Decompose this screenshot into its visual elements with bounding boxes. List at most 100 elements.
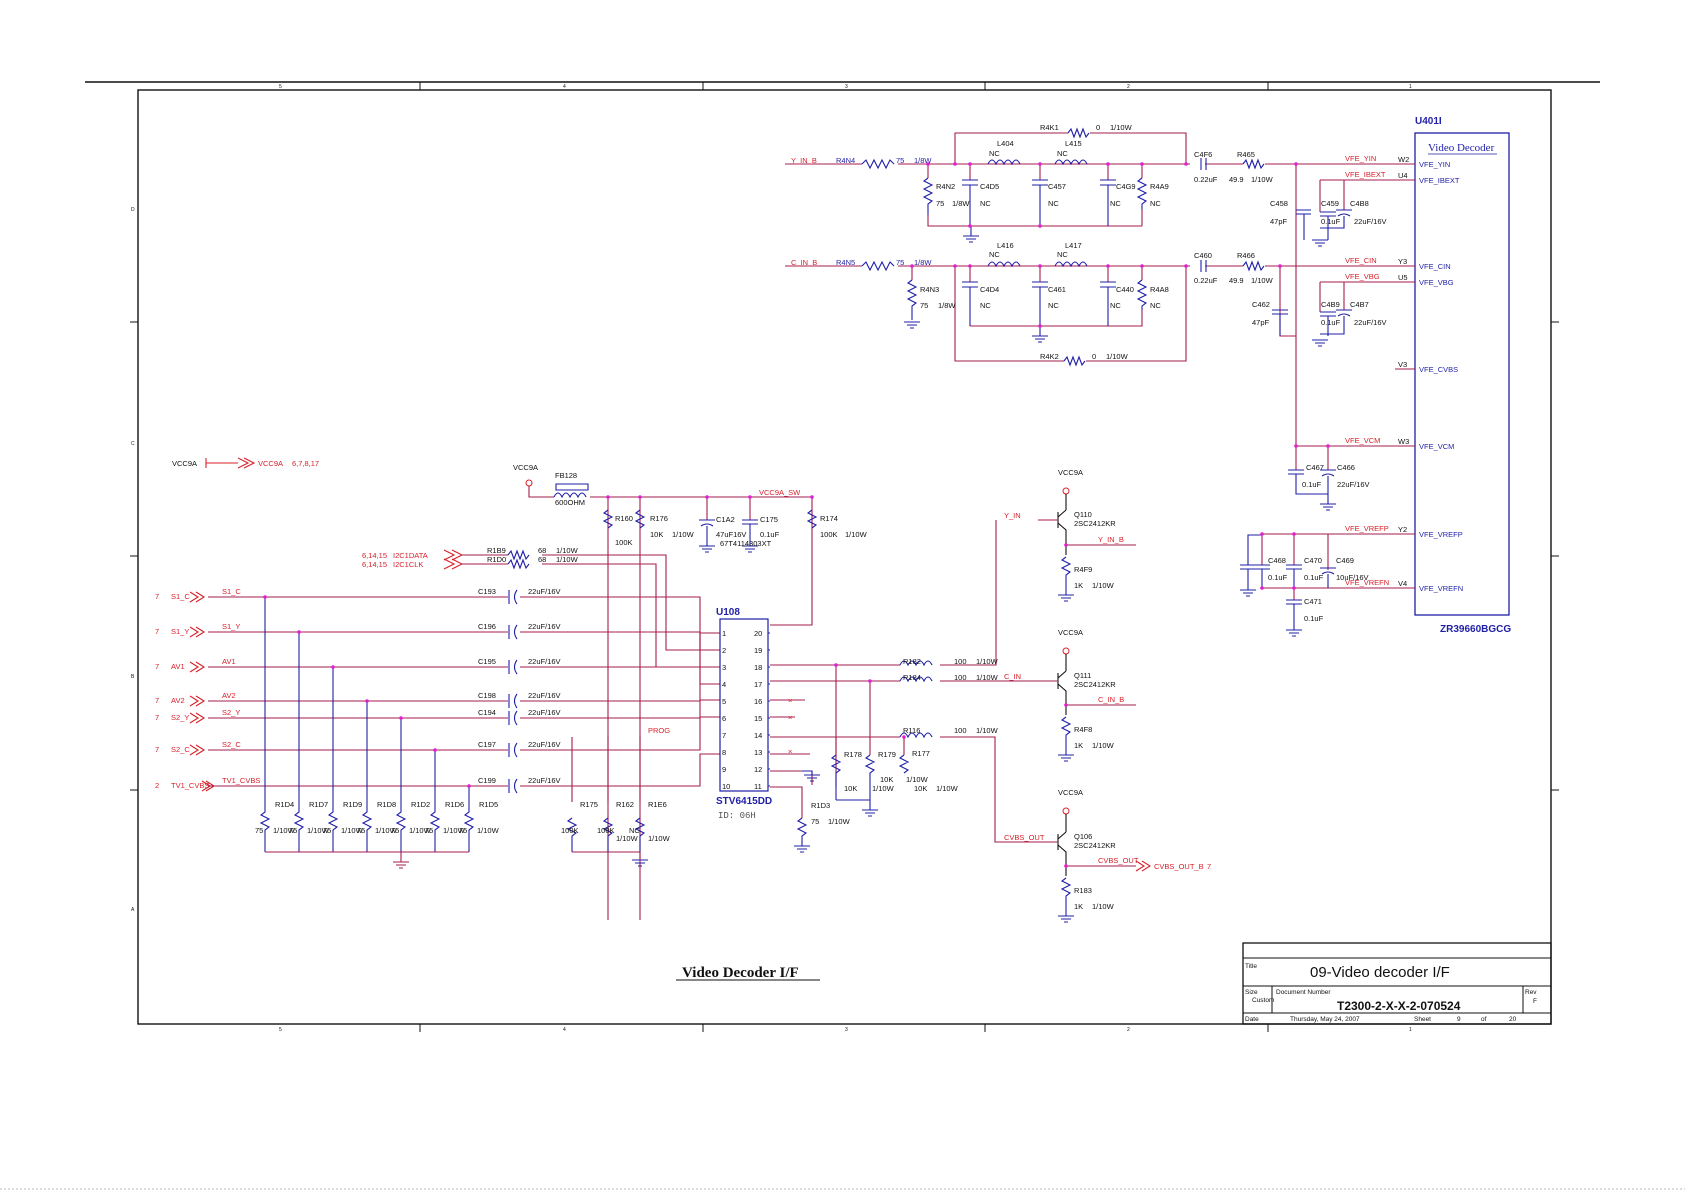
r4a8-body — [1136, 279, 1148, 310]
junction-dot — [1184, 162, 1188, 166]
decoder-pin-num: V4 — [1398, 579, 1407, 588]
r4n3-watt: 1/8W — [938, 301, 956, 310]
c458-ref: C458 — [1270, 199, 1288, 208]
tb-docnum-label: Document Number — [1276, 989, 1331, 996]
l404-ref: L404 — [997, 139, 1014, 148]
input-cap-body — [508, 589, 518, 605]
zone-row-b: B — [131, 674, 135, 680]
c-decoup-caps — [1272, 309, 1352, 336]
c468-val: 0.1uF — [1268, 573, 1288, 582]
c469-val: 10uF/16V — [1336, 573, 1369, 582]
buffer-re-watt: 1/10W — [1092, 741, 1115, 750]
c457-ref: C457 — [1048, 182, 1066, 191]
mid-res-val: 100K — [561, 826, 579, 835]
c-in-b-label: C_IN_B — [791, 258, 817, 267]
cvbs-out-page: 7 — [1207, 862, 1211, 871]
r465-body — [1242, 158, 1265, 170]
decoder-pin-net: VFE_YIN — [1345, 154, 1376, 163]
vcc9a-sw-wire — [528, 486, 813, 626]
buffer-q-ref: Q106 — [1074, 832, 1092, 841]
fb128-ref: FB128 — [555, 471, 577, 480]
u108-id: ID: 06H — [718, 811, 756, 821]
buffer-re-watt: 1/10W — [1092, 902, 1115, 911]
r4n4-body — [861, 158, 895, 170]
r182-val: 100 — [954, 657, 967, 666]
input-cap-val: 22uF/16V — [528, 776, 561, 785]
u108-pin-left: 1 — [722, 629, 726, 638]
decoder-pin-num: Y2 — [1398, 525, 1407, 534]
tb-title: 09-Video decoder I/F — [1310, 964, 1450, 981]
nc-x-15: × — [788, 713, 792, 722]
r4k2-val: 0 — [1092, 352, 1096, 361]
c175-val: 0.1uF — [760, 530, 780, 539]
term-res-body — [361, 701, 373, 852]
r4a9-val: NC — [1150, 199, 1161, 208]
term-res-watt: 1/10W — [409, 826, 432, 835]
input-cap-ref: C198 — [478, 691, 496, 700]
r116-watt: 1/10W — [976, 726, 999, 735]
y-shunt-caps — [962, 179, 1116, 226]
buffer-vcc-label: VCC9A — [1058, 468, 1083, 477]
decoder-pin-name: VFE_VCM — [1419, 442, 1454, 451]
r176-ref: R176 — [650, 514, 668, 523]
r1b9-watt: 1/10W — [556, 546, 579, 555]
junction-dot — [1260, 586, 1264, 590]
decoder-pin-net: VFE_VCM — [1345, 436, 1380, 445]
input-port-arrow — [189, 661, 206, 673]
c4d4-ref: C4D4 — [980, 285, 999, 294]
buffer-re-val: 1K — [1074, 581, 1083, 590]
vref-caps — [1240, 534, 1336, 597]
c469-ref: C469 — [1336, 556, 1354, 565]
input-cap-ref: C193 — [478, 587, 496, 596]
buffer-re-val: 1K — [1074, 741, 1083, 750]
i2c-data-label: I2C1DATA — [393, 551, 428, 560]
c466-val: 22uF/16V — [1337, 480, 1370, 489]
tb-size: Custom — [1252, 997, 1274, 1004]
input-cap-val: 22uF/16V — [528, 708, 561, 717]
decoder-name: Video Decoder — [1428, 142, 1495, 154]
c458-val: 47pF — [1270, 217, 1288, 226]
decoder-pin-name: VFE_IBEXT — [1419, 176, 1460, 185]
r174-ref: R174 — [820, 514, 838, 523]
sheet-main-label: Video Decoder I/F — [682, 965, 799, 981]
junction-dot — [1140, 162, 1144, 166]
decoder-part: ZR39660BGCG — [1440, 624, 1511, 635]
u108-pin-left: 8 — [722, 748, 726, 757]
junction-dot — [1278, 264, 1282, 268]
c459-val: 0.1uF — [1321, 217, 1341, 226]
u108-pin-right: 11 — [754, 782, 762, 791]
i2c-clk-label: I2C1CLK — [393, 560, 423, 569]
buffer-re-watt: 1/10W — [1092, 581, 1115, 590]
u108-pin-right: 19 — [754, 646, 762, 655]
i2c-ports — [443, 549, 464, 570]
r1d3-val: 75 — [811, 817, 819, 826]
y-decoup-gnd — [1312, 239, 1328, 247]
vcc9a-fb-node — [525, 479, 533, 487]
r4k2-watt: 1/10W — [1106, 352, 1129, 361]
decoder-pin-net: VFE_VREFP — [1345, 524, 1389, 533]
c-filter-gnd — [1032, 326, 1048, 343]
r179-watt: 1/10W — [872, 784, 895, 793]
u108-pin-left: 4 — [722, 680, 726, 689]
buffer-vcc-node — [1062, 807, 1070, 815]
c4f6-val: 0.22uF — [1194, 175, 1218, 184]
r4n2-body — [922, 177, 934, 215]
buffer-emitter-res — [1058, 877, 1074, 923]
u108-pin-right: 17 — [754, 680, 762, 689]
r4k1-ref: R4K1 — [1040, 123, 1059, 132]
u108-pin-left: 10 — [722, 782, 730, 791]
zone-col-3: 3 — [845, 84, 848, 90]
junction-dot — [926, 162, 930, 166]
r4k1-loop — [954, 132, 1187, 164]
decoder-ref: U401I — [1415, 116, 1442, 127]
input-page-ref: 7 — [155, 592, 159, 601]
i2c-data-pages: 6,14,15 — [362, 551, 387, 560]
decoder-pin-name: VFE_VBG — [1419, 278, 1454, 287]
junction-dot — [868, 679, 872, 683]
zone-row-c: C — [131, 441, 135, 447]
r4n2-watt: 1/8W — [952, 199, 970, 208]
input-page-ref: 7 — [155, 662, 159, 671]
r178-r179-r177 — [830, 754, 910, 817]
tb-docnum: T2300-2-X-X-2-070524 — [1337, 999, 1461, 1013]
